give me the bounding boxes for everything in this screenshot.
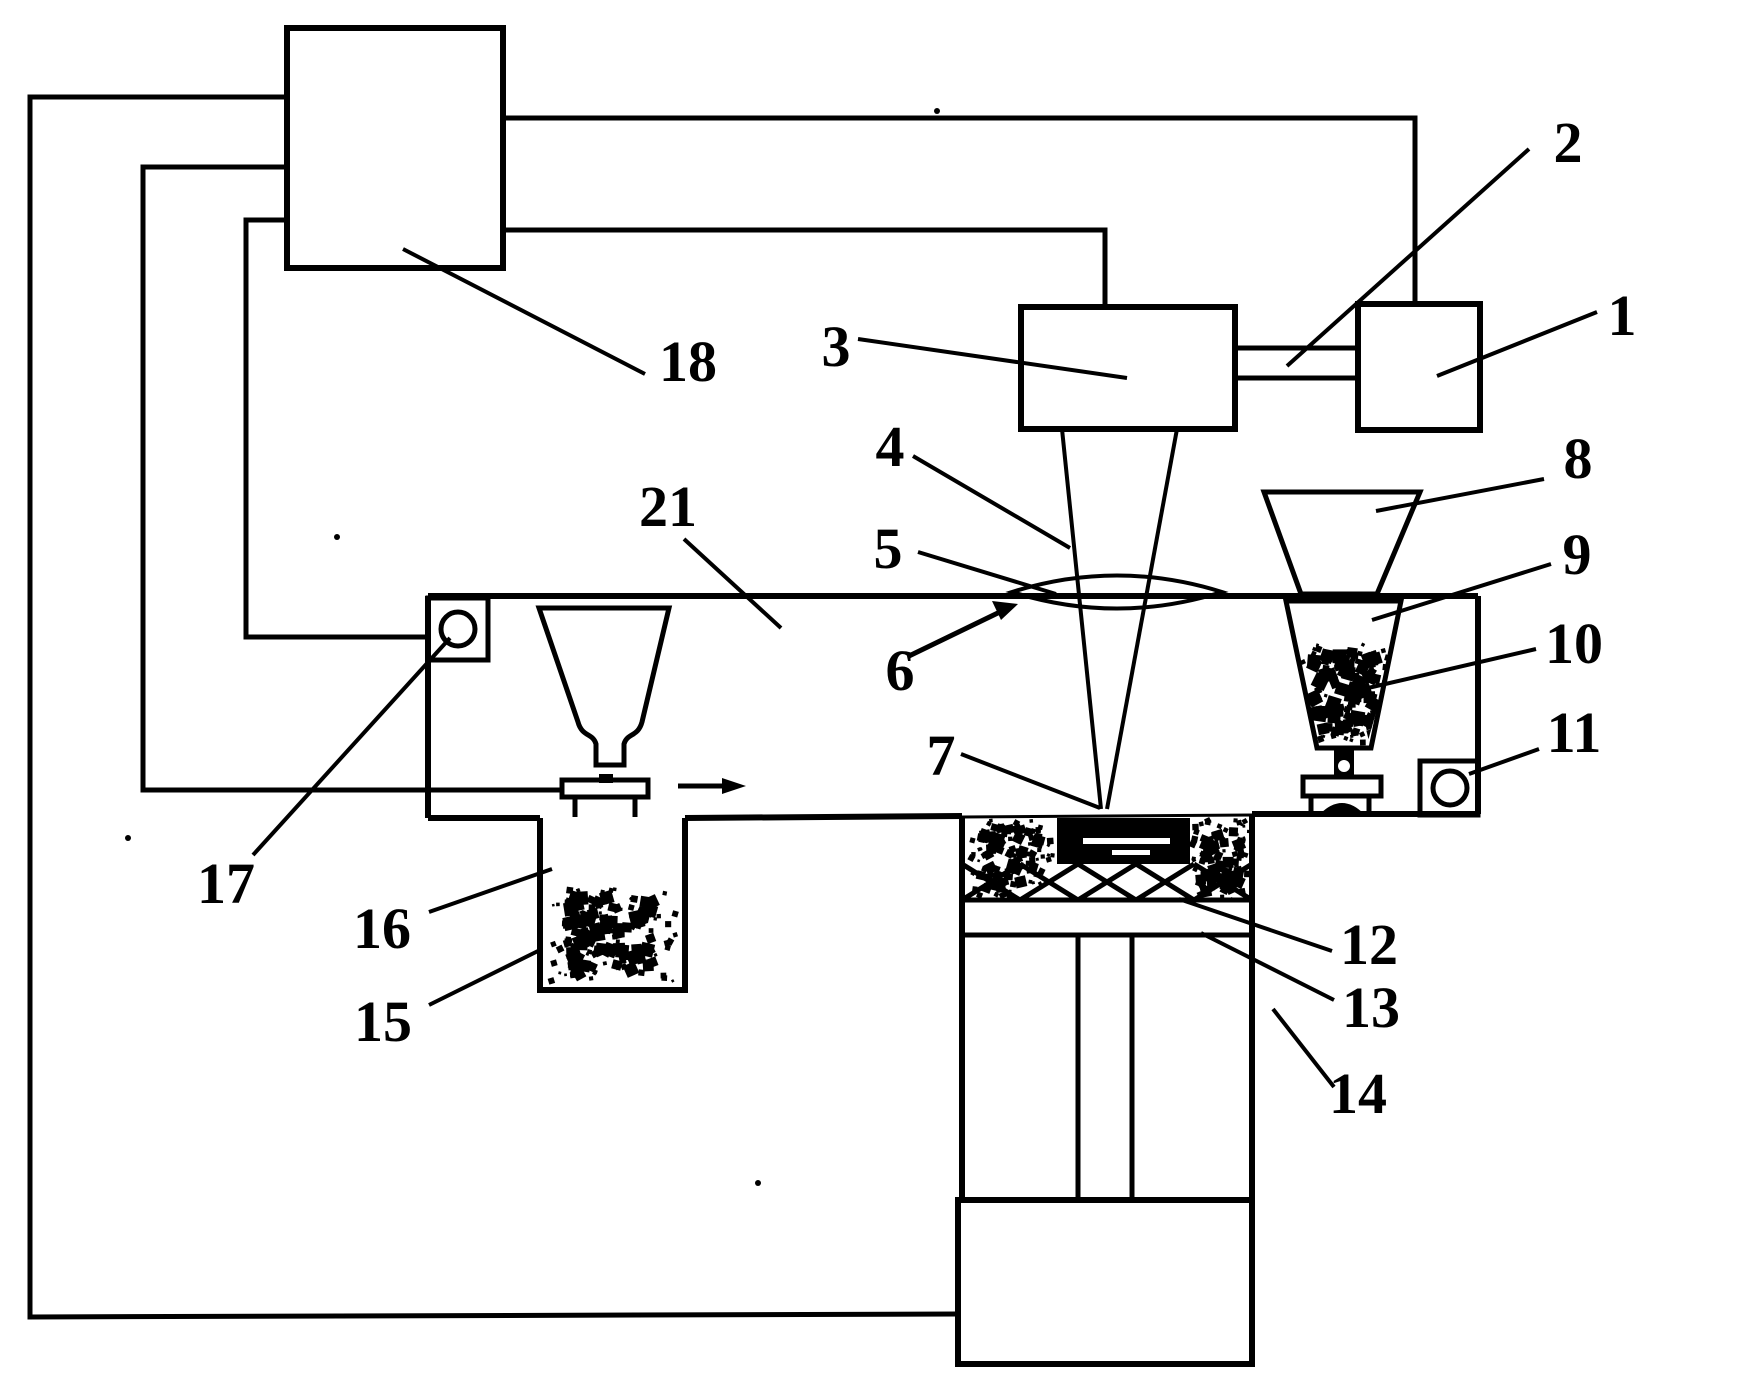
- chamber-floor-middle: [684, 813, 963, 821]
- label-3: 3: [822, 314, 851, 379]
- label-3-leader: [857, 337, 1128, 380]
- upper-hopper: [1260, 489, 1424, 597]
- label-14: 14: [1329, 1061, 1387, 1126]
- label-5: 5: [874, 516, 903, 581]
- deposited-powder-mound: [1320, 803, 1364, 814]
- left-roller-unit: [425, 595, 491, 663]
- lower-hopper: [1282, 598, 1405, 751]
- label-10-leader: [1367, 647, 1537, 690]
- label-7: 7: [927, 723, 956, 788]
- right-slider-plate: [1300, 774, 1384, 799]
- label-16: 16: [353, 896, 411, 961]
- support-lattice: [962, 862, 1252, 902]
- melted-layer-slit-a: [1083, 838, 1170, 844]
- part-labels: 1 2 3 4 5 6 7 8 9 10 11 12 13 14 15 16 1…: [197, 110, 1637, 1126]
- label-21: 21: [639, 474, 697, 539]
- label-2-leader: [1285, 147, 1531, 368]
- speck-icon: [755, 1180, 761, 1186]
- build-cylinder: [955, 813, 1255, 1367]
- label-12-leader: [1178, 897, 1333, 953]
- hopper-outlet-valve: [1338, 760, 1350, 772]
- laser-beam-left-ray: [1060, 428, 1103, 810]
- label-6: 6: [886, 638, 915, 703]
- bed-powder-left: [967, 818, 1055, 900]
- label-17: 17: [197, 851, 255, 916]
- speck-icon: [125, 835, 131, 841]
- label-16-leader: [428, 867, 553, 914]
- overflow-container: [537, 818, 688, 993]
- label-14-leader: [1271, 1007, 1336, 1089]
- powder-bed-surface: [961, 813, 1253, 819]
- leader-lines: [251, 147, 1598, 1089]
- label-4-leader: [911, 454, 1072, 550]
- left-roller-housing: [425, 595, 491, 663]
- label-6-arrow-shaft: [907, 607, 1006, 659]
- wire-controller-to-left-roller: [243, 217, 428, 640]
- label-18: 18: [659, 329, 717, 394]
- speck-icon: [934, 108, 940, 114]
- label-5-leader: [917, 550, 1057, 596]
- right-roller-unit: [1417, 758, 1481, 818]
- label-4: 4: [876, 414, 905, 479]
- label-8-leader: [1375, 477, 1545, 513]
- label-7-leader: [960, 752, 1101, 810]
- label-18-leader: [402, 247, 646, 376]
- laser-beam: [1060, 428, 1179, 810]
- label-21-leader: [682, 537, 783, 630]
- label-11: 11: [1547, 700, 1602, 765]
- label-12: 12: [1340, 912, 1398, 977]
- scan-specks: [125, 108, 940, 1186]
- wire-controller-to-scanner-box: [503, 227, 1108, 308]
- left-feeder: [535, 605, 746, 817]
- speck-icon: [334, 534, 340, 540]
- bed-powder-right: [1188, 817, 1251, 903]
- wire-controller-to-laser-box: [503, 115, 1418, 305]
- slider-motion-arrow-head: [722, 778, 746, 794]
- right-roller: [1430, 768, 1470, 808]
- slider-motion-arrow: [678, 778, 746, 794]
- focusing-lens: [1005, 573, 1229, 611]
- control-wiring: [27, 94, 1418, 1320]
- label-8: 8: [1564, 426, 1593, 491]
- label-11-leader: [1468, 747, 1540, 776]
- laser-beam-right-ray: [1105, 428, 1179, 810]
- label-15-leader: [428, 948, 541, 1007]
- label-2: 2: [1554, 110, 1583, 175]
- label-6-arrow-head: [992, 601, 1018, 620]
- right-hopper-stack: [1260, 489, 1424, 814]
- melted-layer-slit-b: [1112, 850, 1150, 855]
- label-9: 9: [1563, 522, 1592, 587]
- laser-to-scanner-coupling: [1235, 345, 1358, 381]
- overflow-powder: [547, 886, 679, 985]
- label-17-leader: [251, 636, 452, 857]
- scanner-box: [1018, 304, 1238, 432]
- left-roller: [438, 609, 478, 649]
- label-9-leader: [1371, 562, 1552, 622]
- laser-source-box: [1355, 301, 1483, 433]
- label-1: 1: [1608, 283, 1637, 348]
- wire-controller-to-left-feeder: [140, 164, 562, 793]
- label-10: 10: [1545, 611, 1603, 676]
- controller-box: [284, 25, 506, 271]
- left-slider-plate: [559, 777, 651, 800]
- right-roller-housing: [1417, 758, 1481, 818]
- piston-base: [955, 1197, 1255, 1367]
- label-15: 15: [354, 989, 412, 1054]
- label-6-arrow: [907, 601, 1018, 659]
- left-funnel: [535, 605, 673, 768]
- label-1-leader: [1436, 310, 1598, 378]
- label-13-leader: [1200, 931, 1335, 1002]
- wire-controller-to-piston-base: [27, 94, 959, 1320]
- label-13: 13: [1342, 975, 1400, 1040]
